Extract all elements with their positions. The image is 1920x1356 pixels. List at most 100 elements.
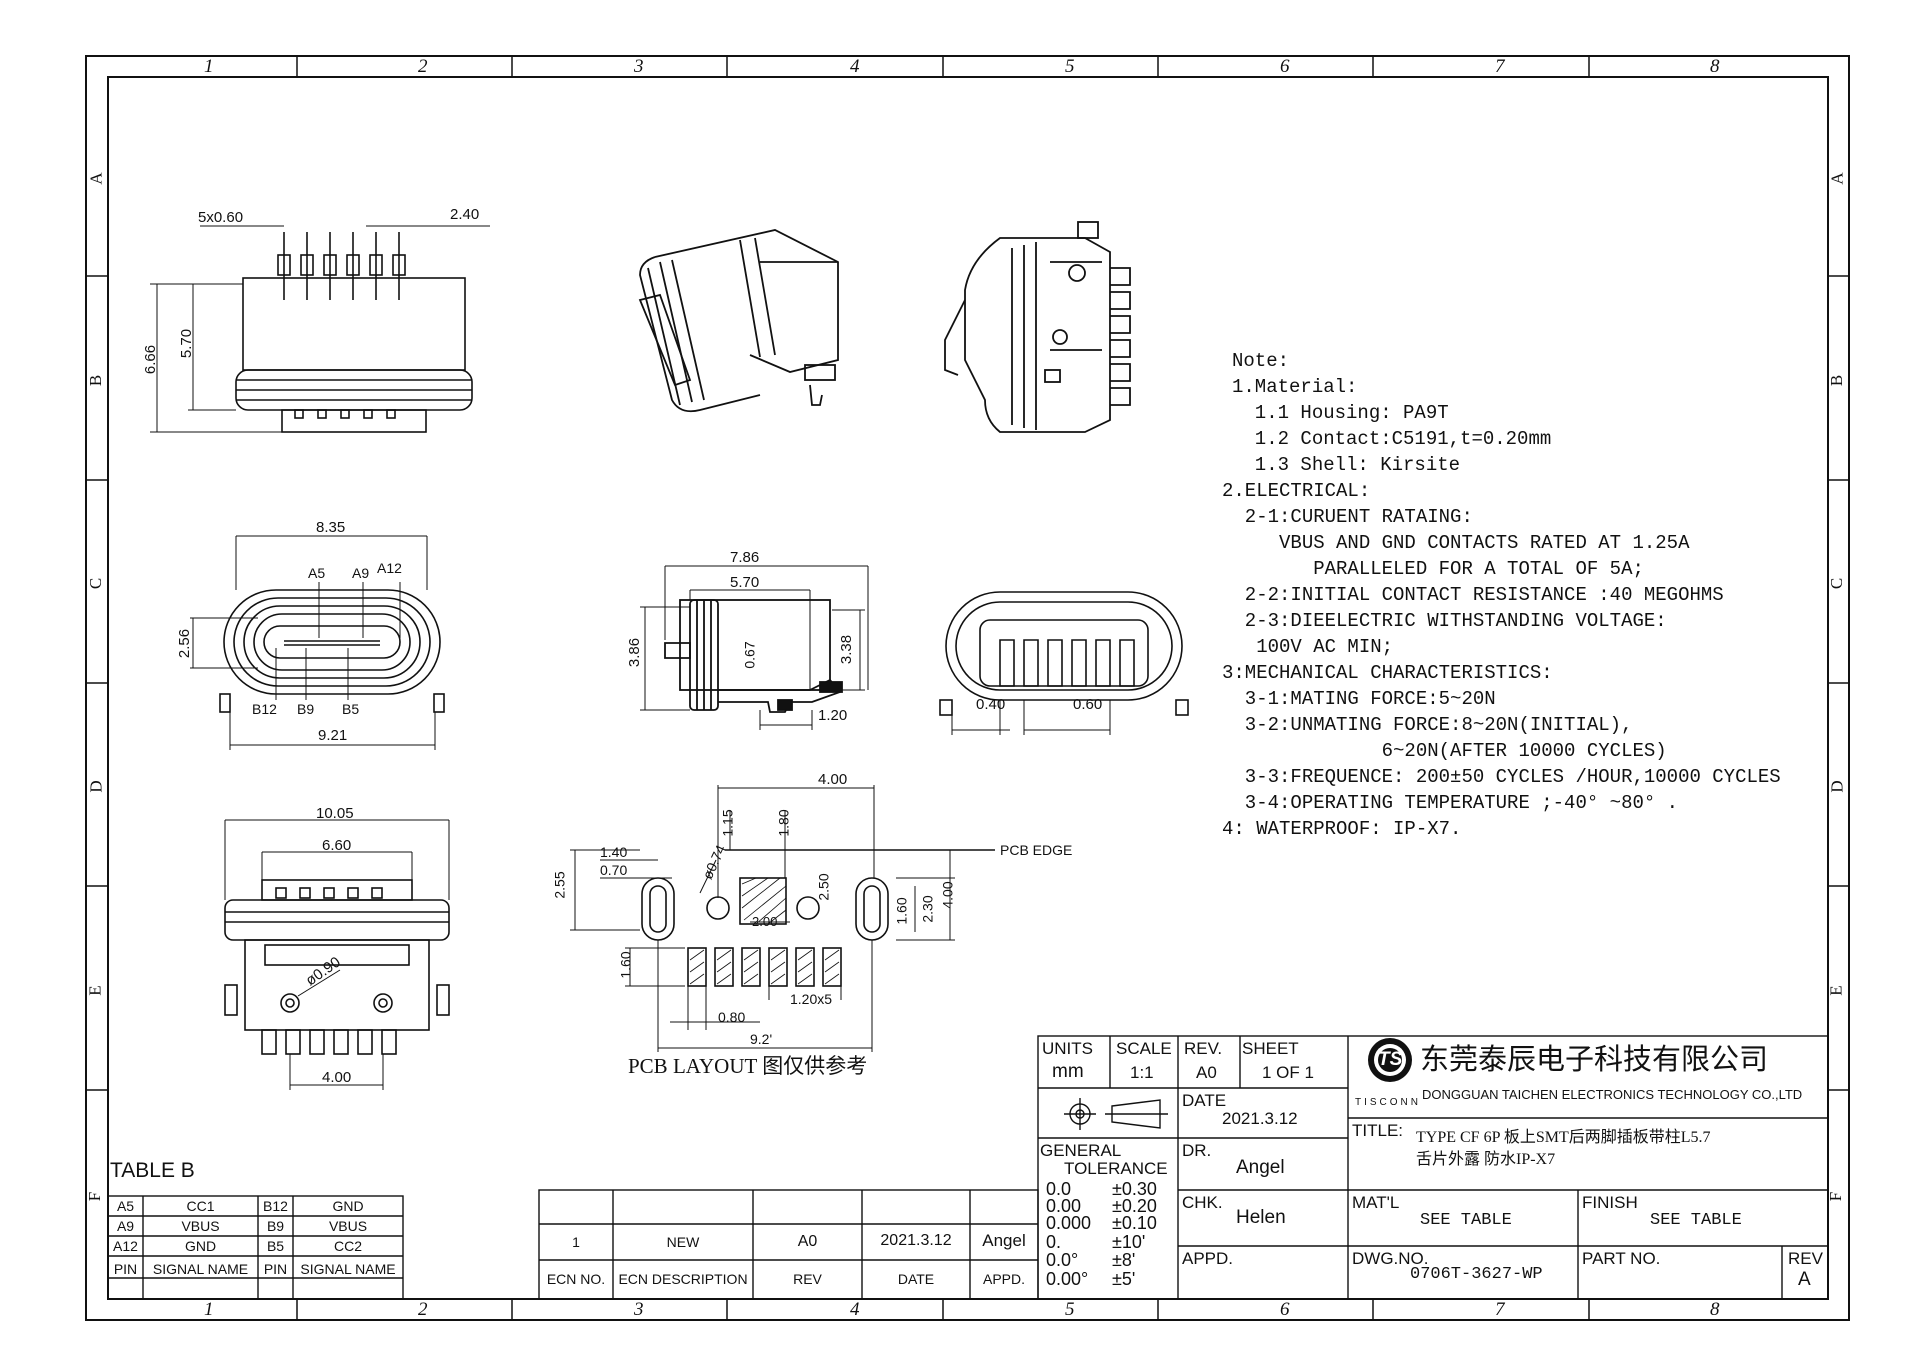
tolerance-label: TOLERANCE [1064,1159,1168,1178]
dim-top-2-40: 2.40 [450,206,480,223]
table-b-header: SIGNAL NAME [300,1261,396,1277]
revision-cell: NEW [666,1234,700,1250]
dim-front-2-56: 2.56 [176,628,194,659]
col-label-bottom-1: 1 [204,1299,214,1320]
company-logo-mark [1368,1038,1412,1082]
side-view [664,599,843,713]
sheet-value: 1 OF 1 [1262,1063,1314,1082]
col-label-top-3: 3 [634,56,644,77]
scale-value: 1:1 [1130,1063,1154,1082]
col-label-bottom-8: 8 [1710,1299,1720,1320]
company-name-en: DONGGUAN TAICHEN ELECTRONICS TECHNOLOGY … [1422,1087,1803,1102]
units-value: mm [1052,1061,1084,1082]
dim-pcb-4-00-vertical: 4.00 [939,881,956,909]
dim-pcb-1-80: 1.80 [775,809,792,837]
note-line: 100V AC MIN; [1222,636,1394,658]
revision-header: ECN NO. [546,1271,606,1287]
dim-pcb-4-00: 4.00 [818,771,848,788]
drawing-number-value: 0706T-3627-WP [1410,1265,1543,1284]
col-label-top-1: 1 [204,56,214,77]
table-b-cell: GND [184,1238,217,1254]
revision-header: APPD. [982,1271,1025,1287]
dim-bottom-6-60: 6.60 [322,837,352,854]
dim-side-7-86: 7.86 [730,549,760,566]
tolerance-value: ±10' [1112,1232,1146,1252]
tolerance-value: 0.00 [1046,1196,1082,1216]
rev-label: REV. [1184,1039,1223,1058]
dim-pcb-2-00: 2.00 [752,914,778,929]
chk-value: Helen [1236,1207,1286,1228]
iso-view-2 [944,221,1131,433]
label-pin-b12: B12 [252,701,277,717]
table-b-header: SIGNAL NAME [152,1261,249,1277]
note-line: 3:MECHANICAL CHARACTERISTICS: [1222,662,1553,684]
dim-rear-0-60: 0.60 [1073,696,1103,713]
revision-cell: A0 [797,1233,818,1250]
dim-pcb-2-50: 2.50 [815,873,832,901]
dim-pcb-1-60: 1.60 [617,951,634,979]
note-line: 1.1 Housing: PA9T [1232,402,1449,424]
row-label-right-d: D [1827,780,1847,793]
date-value: 2021.3.12 [1222,1109,1298,1128]
label-pin-a9: A9 [352,565,370,581]
scale-label: SCALE [1116,1039,1172,1058]
dim-side-5-70: 5.70 [730,574,760,591]
title-block-grid [1037,1035,1829,1300]
dim-side-0-67: 0.67 [741,641,758,669]
note-line: 2-2:INITIAL CONTACT RESISTANCE :40 MEGOH… [1222,584,1724,606]
dim-bottom-4-00: 4.00 [322,1069,352,1086]
row-label-right-f: F [1826,1191,1846,1202]
row-label-right-c: C [1827,577,1847,590]
row-label-right-a: A [1827,172,1847,185]
table-b-header: PIN [263,1261,288,1277]
col-label-top-6: 6 [1280,56,1290,77]
revision-cell: 1 [572,1234,580,1250]
tolerance-value: ±8' [1112,1250,1136,1270]
col-label-bottom-2: 2 [418,1299,428,1320]
label-pin-a12: A12 [377,560,402,576]
tolerance-value: ±0.30 [1112,1179,1157,1199]
table-b-cell: B12 [263,1198,288,1214]
dim-front-9-21: 9.21 [318,727,348,744]
label-pin-b9: B9 [297,701,315,717]
col-label-bottom-3: 3 [634,1299,644,1320]
table-b-cell: CC1 [186,1198,215,1214]
dim-pcb-2-30: 2.30 [919,895,936,923]
dim-pcb-2-55: 2.55 [551,871,568,899]
note-line: Note: [1232,350,1290,372]
part-number-label: PART NO. [1582,1249,1661,1268]
tolerance-value: ±5' [1112,1269,1136,1289]
note-line: 3-1:MATING FORCE:5~20N [1222,688,1496,710]
dim-front-8-35: 8.35 [316,519,346,536]
logo-text: TISCONN [1355,1097,1421,1108]
front-view [219,589,445,713]
tolerance-value: 0.000 [1046,1213,1092,1233]
col-label-top-5: 5 [1065,56,1075,77]
units-label: UNITS [1042,1039,1093,1058]
note-line: 3-3:FREQUENCE: 200±50 CYCLES /HOUR,10000… [1222,766,1781,788]
tolerance-value: 0.00° [1046,1269,1089,1289]
appd-label: APPD. [1182,1249,1234,1268]
dr-value: Angel [1236,1157,1285,1178]
note-line: 4: WATERPROOF: IP-X7. [1222,818,1462,840]
tolerance-value: 0. [1046,1232,1062,1252]
tolerance-value: 0.0° [1046,1250,1079,1270]
row-label-left-d: D [86,780,106,793]
dim-top-6-66: 6.66 [142,344,160,375]
iso-view-1 [638,229,839,413]
revision-header: DATE [897,1271,935,1287]
note-line: 2-3:DIEELECTRIC WITHSTANDING VOLTAGE: [1222,610,1667,632]
row-label-right-e: E [1826,985,1846,996]
col-label-bottom-4: 4 [850,1299,860,1320]
drawing-number-label: DWG.NO. [1352,1249,1429,1268]
table-b-cell: CC2 [333,1238,362,1254]
rev-value: A0 [1196,1063,1217,1082]
label-pin-a5: A5 [308,565,326,581]
label-pcb-edge: PCB EDGE [1000,842,1073,858]
col-label-bottom-5: 5 [1065,1299,1075,1320]
col-label-top-2: 2 [418,56,428,77]
dim-bottom-10-05: 10.05 [316,805,354,822]
dr-label: DR. [1182,1141,1212,1160]
